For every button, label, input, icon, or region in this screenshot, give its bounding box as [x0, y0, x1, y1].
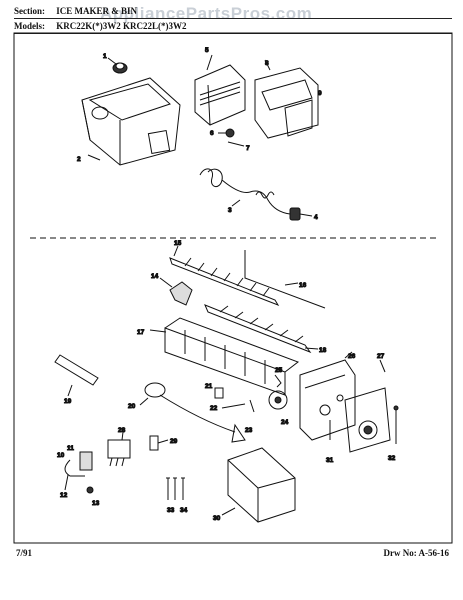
models-label: Models: — [14, 21, 45, 31]
callout-21: 21 — [205, 383, 213, 390]
part-13-screw — [86, 486, 94, 494]
callout-19: 19 — [64, 398, 72, 405]
callout-5: 5 — [205, 47, 209, 54]
callout-22: 22 — [210, 405, 218, 412]
callout-32: 32 — [388, 455, 396, 462]
callout-28: 28 — [118, 427, 126, 434]
callout-13: 13 — [92, 500, 100, 507]
part-28-valve — [107, 431, 131, 467]
section-label: Section: — [14, 6, 45, 16]
part-26-housing — [299, 351, 356, 441]
callout-1: 1 — [103, 53, 107, 60]
part-30-module — [221, 447, 296, 523]
part-14-bracket — [159, 277, 193, 306]
section-value: ICE MAKER & BIN — [56, 6, 138, 16]
callout-24: 24 — [281, 419, 289, 426]
callout-4: 4 — [314, 214, 318, 221]
callout-29: 29 — [170, 438, 178, 445]
callout-30: 30 — [213, 515, 221, 522]
part-1-fitting — [107, 57, 128, 74]
callout-2: 2 — [77, 156, 81, 163]
callout-25: 25 — [275, 367, 283, 374]
callout-31: 31 — [326, 457, 334, 464]
part-16-cover — [244, 250, 326, 309]
part-3-heater-wire — [199, 168, 291, 215]
callout-15: 15 — [174, 240, 182, 247]
callout-3: 3 — [228, 207, 232, 214]
callout-8: 8 — [265, 60, 269, 67]
callout-26: 26 — [348, 353, 356, 360]
part-24-motor — [268, 390, 288, 410]
callout-20: 20 — [128, 403, 136, 410]
part-23-screw — [249, 399, 255, 413]
part-27-cover — [344, 359, 391, 453]
part-17-mold — [149, 317, 300, 396]
part-29-fitting — [149, 435, 169, 451]
part-15-ejector — [169, 245, 280, 306]
callout-33: 33 — [167, 507, 175, 514]
part-33-34-screws — [166, 477, 185, 500]
callout-10: 10 — [57, 452, 65, 459]
part-25-lever — [274, 374, 282, 388]
part-18-stripper — [204, 304, 319, 354]
part-5-housing — [194, 54, 246, 126]
callout-34: 34 — [180, 507, 188, 514]
part-21-clip — [214, 387, 224, 399]
revision-date: 7/91 — [16, 548, 33, 558]
part-6-screw — [218, 128, 235, 138]
callout-23: 23 — [245, 427, 253, 434]
part-19-fill-tube — [54, 354, 99, 397]
part-11-clip — [79, 451, 93, 471]
callout-16: 16 — [299, 282, 307, 289]
part-9-chute — [254, 59, 319, 139]
callout-12: 12 — [60, 492, 68, 499]
part-10-sensor — [64, 459, 85, 477]
models-row: Models: KRC22K(*)3W2 KRC22L(*)3W2 — [14, 21, 187, 31]
callout-27: 27 — [377, 353, 385, 360]
part-32-screw — [393, 405, 399, 444]
drawing-number: Drw No: A-56-16 — [383, 548, 450, 558]
callout-17: 17 — [137, 329, 145, 336]
part-4-plug — [289, 207, 313, 221]
callout-18: 18 — [319, 347, 327, 354]
part-22-screw — [221, 403, 246, 409]
callout-14: 14 — [151, 273, 159, 280]
header-divider — [14, 18, 452, 19]
section-row: Section: ICE MAKER & BIN — [14, 6, 137, 16]
diagram-frame — [13, 32, 453, 544]
part-12-mount — [64, 474, 69, 491]
callout-6: 6 — [210, 130, 214, 137]
callout-11: 11 — [67, 445, 74, 452]
part-2-ice-bin — [81, 77, 181, 166]
callout-7: 7 — [246, 145, 250, 152]
callout-9: 9 — [318, 90, 322, 97]
part-7-pin — [227, 141, 245, 147]
part-20-thermostat — [139, 382, 246, 443]
models-value: KRC22K(*)3W2 KRC22L(*)3W2 — [56, 21, 187, 31]
